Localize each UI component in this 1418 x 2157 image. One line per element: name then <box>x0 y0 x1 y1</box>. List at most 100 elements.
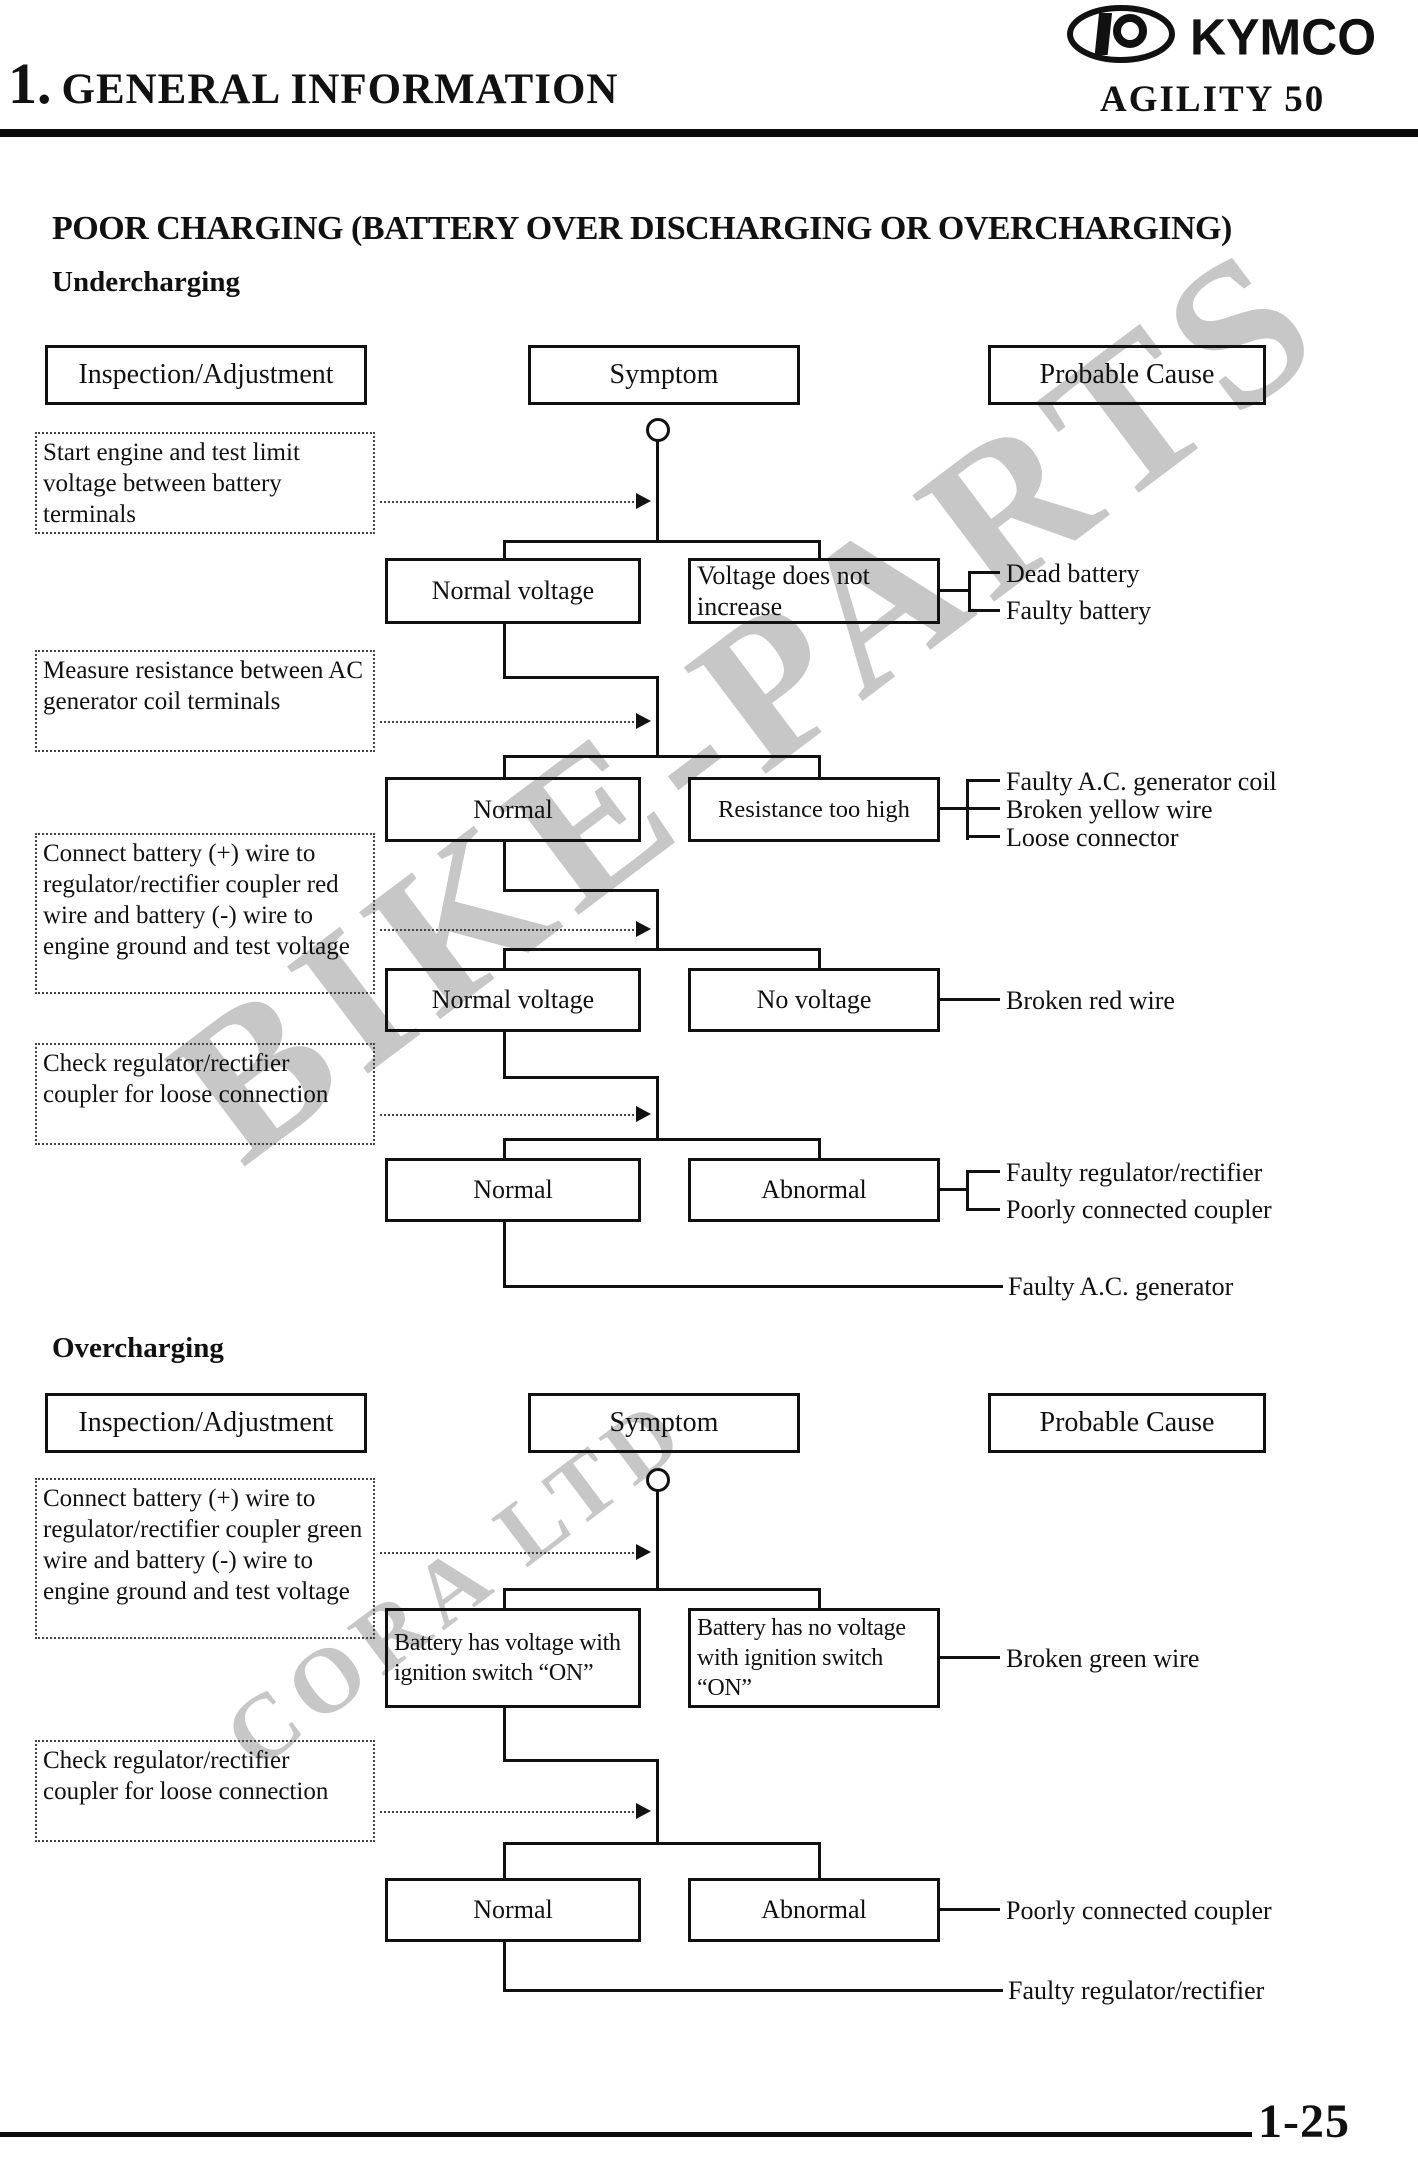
brand-header: KYMCO <box>1066 4 1376 69</box>
kymco-logo-icon <box>1066 4 1176 69</box>
chapter-number: 1. <box>8 51 52 116</box>
column-header-probable-cause: Probable Cause <box>988 345 1266 405</box>
page-title: POOR CHARGING (BATTERY OVER DISCHARGING … <box>52 210 1232 247</box>
result-normal-box: Battery has voltage with ignition switch… <box>385 1608 641 1708</box>
inspection-arrow-line <box>380 501 638 503</box>
symptom-box: Battery has no voltage with ignition swi… <box>688 1608 940 1708</box>
flow-line <box>503 1138 506 1158</box>
flow-line <box>503 1032 506 1079</box>
result-normal-box: Normal voltage <box>385 968 641 1032</box>
probable-cause-label: Faulty A.C. generator coil <box>1006 767 1277 796</box>
inspection-arrow-line <box>380 929 638 931</box>
inspection-arrow-line <box>380 1811 638 1813</box>
cause-connector <box>968 571 1000 574</box>
flow-line <box>818 948 821 968</box>
chapter-title: GENERAL INFORMATION <box>61 66 619 113</box>
inspection-arrow-line <box>380 1552 638 1554</box>
cause-connector <box>938 1188 968 1191</box>
probable-cause-label: Faulty regulator/rectifier <box>1006 1158 1263 1187</box>
flow-line <box>818 1842 821 1878</box>
probable-cause-label: Broken yellow wire <box>1006 795 1213 824</box>
result-normal-box: Normal <box>385 1878 641 1942</box>
cause-connector <box>938 1908 1000 1911</box>
cause-connector <box>966 1208 1000 1211</box>
probable-cause-label: Faulty A.C. generator <box>1008 1272 1234 1301</box>
probable-cause-label: Poorly connected coupler <box>1006 1896 1272 1925</box>
cause-connector <box>938 998 1000 1001</box>
cause-connector <box>968 609 1000 612</box>
flow-line <box>503 755 506 777</box>
cause-connector <box>938 1656 1000 1659</box>
cause-bracket <box>966 1170 969 1211</box>
inspection-step-box: Check regulator/rectifier coupler for lo… <box>35 1043 375 1145</box>
column-header-probable-cause: Probable Cause <box>988 1393 1266 1453</box>
page-number: 1-25 <box>1258 2095 1350 2148</box>
probable-cause-label: Loose connector <box>1006 823 1179 852</box>
chapter-heading: 1. GENERAL INFORMATION <box>8 50 618 117</box>
column-header-symptom: Symptom <box>528 345 800 405</box>
flow-line <box>503 1759 659 1762</box>
symptom-box: Resistance too high <box>688 777 940 842</box>
probable-cause-label: Dead battery <box>1006 559 1140 588</box>
model-name: AGILITY 50 <box>1100 79 1326 120</box>
flow-line <box>503 1942 506 1992</box>
flow-line <box>503 1222 506 1288</box>
flow-line <box>656 1491 659 1590</box>
flow-line <box>818 540 821 558</box>
cause-bracket <box>968 571 971 612</box>
flow-line <box>505 948 821 951</box>
flow-line <box>656 441 659 542</box>
flow-line <box>505 540 821 543</box>
cause-connector <box>503 1285 1003 1288</box>
flow-line <box>503 676 659 679</box>
arrow-right-icon <box>636 921 651 937</box>
inspection-step-box: Measure resistance between AC generator … <box>35 650 375 752</box>
inspection-step-box: Connect battery (+) wire to regulator/re… <box>35 1478 375 1639</box>
inspection-step-box: Check regulator/rectifier coupler for lo… <box>35 1740 375 1842</box>
flow-line <box>656 676 659 757</box>
cause-connector <box>966 835 1000 838</box>
arrow-right-icon <box>636 1803 651 1819</box>
flow-line <box>656 1759 659 1844</box>
header-rule <box>0 129 1418 137</box>
probable-cause-label: Faulty regulator/rectifier <box>1008 1976 1265 2005</box>
column-header-inspection: Inspection/Adjustment <box>45 1393 367 1453</box>
inspection-step-box: Start engine and test limit voltage betw… <box>35 432 375 534</box>
flow-line <box>503 889 659 892</box>
flow-line <box>505 755 821 758</box>
symptom-box: No voltage <box>688 968 940 1032</box>
flow-line <box>656 889 659 950</box>
footer-rule <box>0 2132 1252 2137</box>
arrow-right-icon <box>636 1544 651 1560</box>
arrow-right-icon <box>636 713 651 729</box>
probable-cause-label: Broken red wire <box>1006 986 1175 1015</box>
cause-connector <box>966 807 1000 810</box>
result-normal-box: Normal <box>385 1158 641 1222</box>
inspection-arrow-line <box>380 1114 638 1116</box>
cause-connector <box>503 1989 1003 1992</box>
probable-cause-label: Poorly connected coupler <box>1006 1195 1272 1224</box>
flow-line <box>505 1138 821 1141</box>
symptom-box: Abnormal <box>688 1878 940 1942</box>
symptom-box: Voltage does not increase <box>688 558 940 624</box>
flow-line <box>503 1076 659 1079</box>
flow-start-node <box>646 1468 670 1492</box>
flow-line <box>503 948 506 968</box>
symptom-box: Abnormal <box>688 1158 940 1222</box>
flow-line <box>818 1588 821 1608</box>
flow-line <box>818 1138 821 1158</box>
flow-line <box>503 540 506 558</box>
section-heading-overcharging: Overcharging <box>52 1332 224 1364</box>
arrow-right-icon <box>636 1106 651 1122</box>
flow-line <box>503 842 506 892</box>
flow-line <box>503 1708 506 1762</box>
flow-line <box>503 624 506 679</box>
flow-line <box>656 1076 659 1140</box>
brand-name: KYMCO <box>1190 7 1377 66</box>
cause-connector <box>938 807 968 810</box>
cause-connector <box>966 1170 1000 1173</box>
inspection-arrow-line <box>380 721 638 723</box>
flow-start-node <box>646 418 670 442</box>
flow-line <box>505 1588 821 1591</box>
